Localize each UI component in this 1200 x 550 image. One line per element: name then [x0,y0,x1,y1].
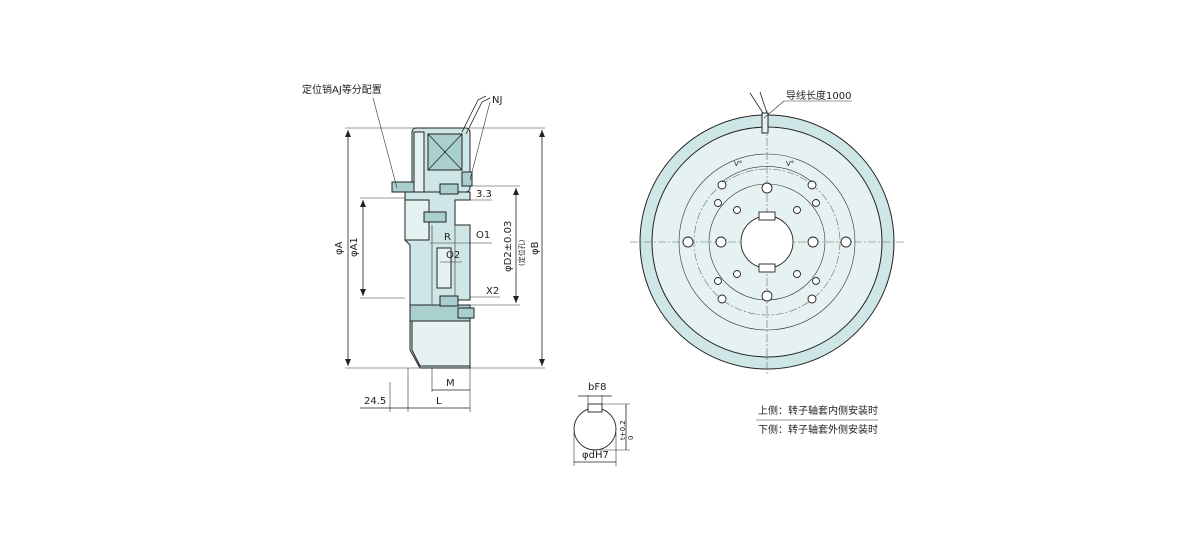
dim-x2-label: X2 [486,286,499,297]
dim-o2-label: O2 [446,250,460,261]
dim-m-label: M [446,378,455,389]
dim-245-label: 24.5 [364,396,386,407]
notes: 上侧：转子轴套内侧安装时 下侧：转子轴套外侧安装时 [756,404,878,436]
key-t-tol: 0 [627,436,635,440]
note-lower: 下侧：转子轴套外侧安装时 [758,423,878,436]
dim-r-label: R [444,232,451,243]
key-t-label: t+0.2 [619,420,627,440]
dim-d2-label: φD2±0.03 [503,221,514,272]
pin-label: 定位销AJ等分配置 [302,83,382,96]
side-view: R O1 O2 X2 3.3 M L 24.5 φA φA1 φB φD2±0.… [302,83,545,412]
key-d-label: φdH7 [582,450,609,461]
v-right-label: V° [786,160,794,168]
key-detail: bF8 t+0.2 0 φdH7 [573,382,635,466]
dim-b-label: φB [530,241,541,255]
dim-a1-label: φA1 [349,237,360,257]
nj-label: NJ [492,95,502,106]
note-upper: 上侧：转子轴套内侧安装时 [758,404,878,417]
front-view: V° V° 导线长度 1000 [630,89,905,375]
dim-o1-label: O1 [476,230,490,241]
dim-d2-note: (定位孔) [517,239,526,266]
lead-value: 1000 [826,91,851,102]
key-b-label: bF8 [588,382,606,393]
lead-label: 导线长度 [786,89,826,102]
v-left-label: V° [734,160,742,168]
dim-l-label: L [436,396,442,407]
dim-33-label: 3.3 [476,189,492,200]
dim-a-label: φA [334,241,345,255]
